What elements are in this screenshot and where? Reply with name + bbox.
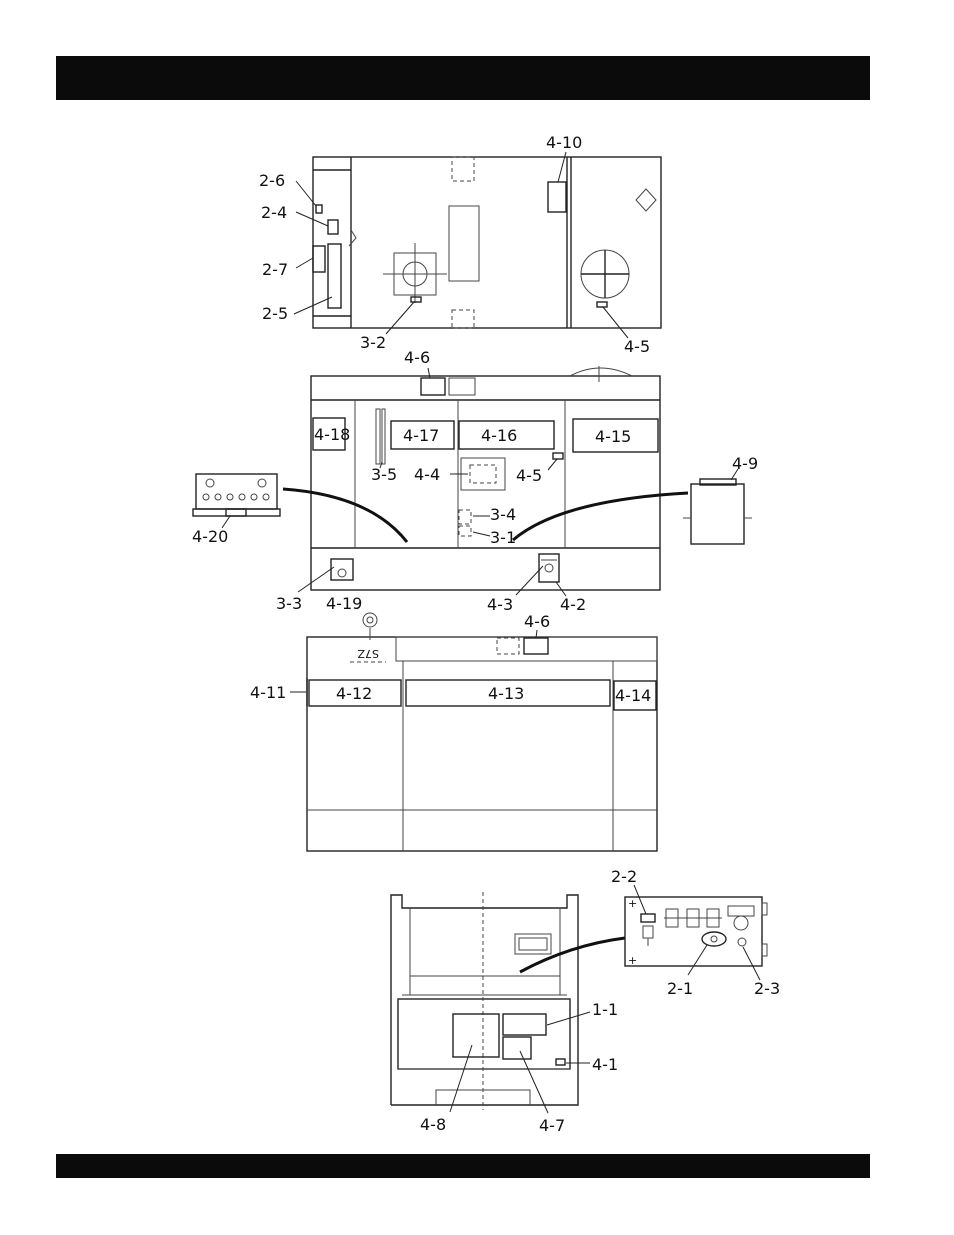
svg-text:S7Z: S7Z (357, 647, 379, 660)
label-4-19: 4-19 (326, 594, 362, 613)
label-2-4: 2-4 (261, 203, 287, 222)
decal-4-19 (363, 613, 377, 627)
front-view (391, 892, 625, 1113)
decal-4-5-top (597, 302, 607, 307)
label-3-1: 3-1 (490, 528, 516, 547)
decal-3-4 (459, 510, 471, 524)
label-4-20: 4-20 (192, 527, 228, 546)
label-3-4: 3-4 (490, 505, 516, 524)
side-panel-inset (683, 469, 752, 544)
label-4-12: 4-12 (336, 684, 372, 703)
decal-4-6-mid (421, 378, 445, 395)
label-4-15: 4-15 (595, 427, 631, 446)
decal-2-1 (702, 932, 726, 946)
label-4-5-top: 4-5 (624, 337, 650, 356)
decal-1-1 (503, 1014, 546, 1035)
side-view-left (283, 366, 688, 596)
decal-3-1 (459, 526, 471, 536)
label-4-18: 4-18 (314, 425, 350, 444)
label-4-16: 4-16 (481, 426, 517, 445)
label-4-2: 4-2 (560, 595, 586, 614)
label-2-3: 2-3 (754, 979, 780, 998)
side-view-right: S7Z (290, 613, 657, 851)
label-4-14: 4-14 (615, 686, 651, 705)
svg-text:+: + (628, 897, 637, 910)
label-4-7: 4-7 (539, 1116, 565, 1135)
decal-2-7 (313, 246, 325, 272)
label-3-2: 3-2 (360, 333, 386, 352)
label-1-1: 1-1 (592, 1000, 618, 1019)
control-panel-inset (193, 474, 280, 528)
decal-2-3 (738, 938, 746, 946)
label-4-13: 4-13 (488, 684, 524, 703)
label-2-7: 2-7 (262, 260, 288, 279)
decal-2-4 (328, 220, 338, 234)
decal-4-1 (556, 1059, 565, 1065)
label-2-5: 2-5 (262, 304, 288, 323)
svg-text:+: + (628, 954, 637, 967)
label-4-6-low: 4-6 (524, 612, 550, 631)
generator-panel-inset: + + (625, 885, 767, 980)
label-4-17: 4-17 (403, 426, 439, 445)
label-2-6: 2-6 (259, 171, 285, 190)
label-4-10: 4-10 (546, 133, 582, 152)
decal-4-6-low (524, 638, 548, 654)
decal-4-7 (503, 1037, 531, 1059)
top-view (294, 152, 661, 338)
label-2-1: 2-1 (667, 979, 693, 998)
label-4-8: 4-8 (420, 1115, 446, 1134)
decal-4-8 (453, 1014, 499, 1057)
decal-3-2 (411, 297, 421, 302)
label-4-4: 4-4 (414, 465, 440, 484)
decal-4-10 (548, 182, 566, 212)
label-4-1: 4-1 (592, 1055, 618, 1074)
label-4-9: 4-9 (732, 454, 758, 473)
decal-2-6 (316, 205, 322, 213)
label-4-5-mid: 4-5 (516, 466, 542, 485)
label-4-6-mid: 4-6 (404, 348, 430, 367)
label-4-11: 4-11 (250, 683, 286, 702)
label-3-5: 3-5 (371, 465, 397, 484)
label-4-3: 4-3 (487, 595, 513, 614)
label-3-3: 3-3 (276, 594, 302, 613)
decal-4-2 (539, 554, 559, 582)
label-2-2: 2-2 (611, 867, 637, 886)
decal-3-5 (376, 409, 380, 464)
decal-4-20 (226, 509, 246, 516)
decal-4-5-mid (553, 453, 563, 459)
labels: 4-10 2-6 2-4 2-7 2-5 3-2 4-5 4-6 4-18 4-… (192, 133, 780, 1135)
decal-2-2 (641, 914, 655, 922)
